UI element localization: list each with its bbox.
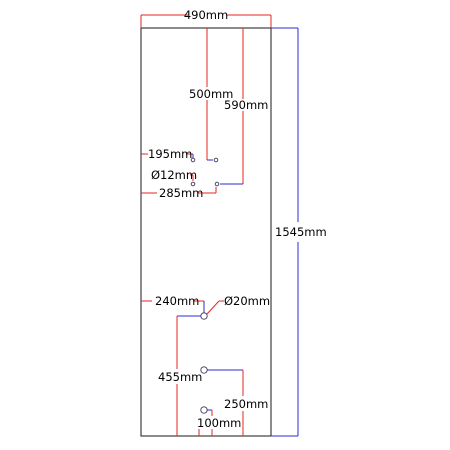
offset-195-dimension [141,153,194,158]
offset-285-dimension [141,187,217,194]
overall-height-label: 1545mm [275,225,327,239]
height-dimension [271,27,299,437]
height-100-dimension [198,409,213,436]
hole-20-lower [200,406,208,414]
height-250-dimension [207,369,244,436]
hole-upper-a [213,157,219,163]
drill-500-dimension [206,28,213,161]
offset-195-label: 195mm [148,147,192,161]
height-455-dimension [176,315,201,436]
overall-width-label: 490mm [184,8,228,22]
drill-500-label: 500mm [189,87,233,101]
hole-12-b [190,181,196,187]
height-250-label: 250mm [224,397,268,411]
drill-590-label: 590mm [224,98,268,112]
drill-590-dimension [220,28,244,185]
dia-12-leader [190,174,194,181]
hole-20-upper [200,312,208,320]
height-100-label: 100mm [197,416,241,430]
width-dimension [140,14,272,28]
offset-285-label: 285mm [159,186,203,200]
offset-240-label: 240mm [155,294,199,308]
hole-dia-20-label: Ø20mm [224,294,270,308]
offset-240-dimension [141,300,205,313]
panel-outline [140,27,272,437]
dia-20-leader [206,300,224,315]
hole-20-middle [200,366,208,374]
height-455-label: 455mm [158,370,202,384]
hole-upper-b [214,181,220,187]
hole-dia-12-label: Ø12mm [151,168,197,182]
hole-12-a [190,157,196,163]
